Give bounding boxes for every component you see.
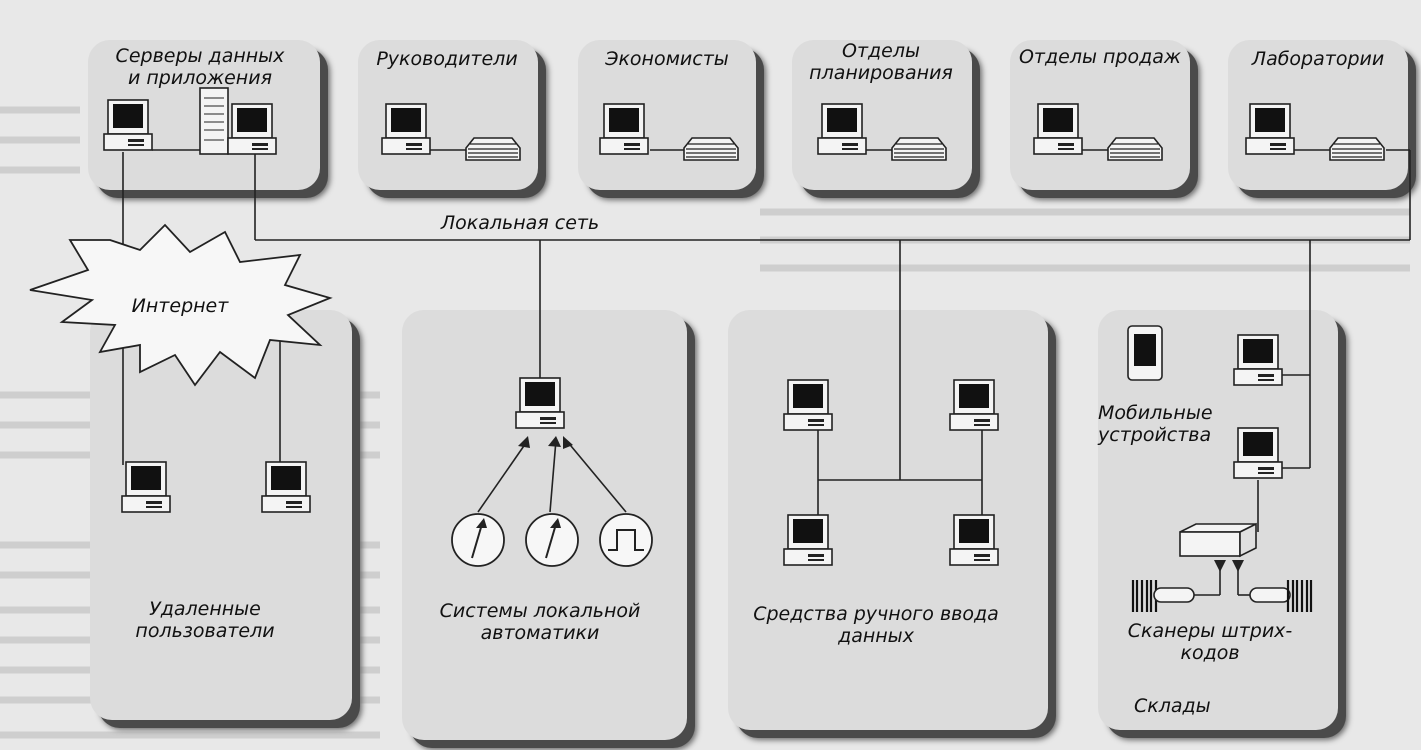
- computer-icon: [1245, 103, 1295, 155]
- computer-icon: [121, 461, 171, 513]
- phone-icon: [1127, 325, 1163, 381]
- computer-icon: [103, 99, 153, 151]
- zone-label-managers: Руководители: [376, 48, 518, 70]
- lan-label: Локальная сеть: [440, 212, 600, 234]
- server-tower-icon: [199, 87, 229, 155]
- zone-label-planning: Отделы планирования: [809, 40, 953, 84]
- computer-icon: [1233, 427, 1283, 479]
- zone-label-labs: Лаборатории: [1251, 48, 1385, 70]
- zone-label-remote-users: Удаленные пользователи: [135, 598, 275, 642]
- computer-icon: [1033, 103, 1083, 155]
- zone-label-manual-input: Средства ручного ввода данных: [753, 603, 999, 647]
- mobile-label: Мобильные устройства: [1098, 402, 1213, 446]
- computer-icon: [227, 103, 277, 155]
- internet-burst-icon: [29, 223, 333, 387]
- zone-label-sales: Отделы продаж: [1018, 46, 1182, 68]
- printer-icon: [465, 137, 521, 161]
- pulse-icon: [599, 513, 653, 567]
- computer-icon: [817, 103, 867, 155]
- internet-label: Интернет: [131, 295, 229, 317]
- printer-icon: [683, 137, 739, 161]
- gauge-icon: [451, 513, 505, 567]
- zone-remote-users: [90, 310, 352, 720]
- computer-icon: [515, 377, 565, 429]
- printer-icon: [1107, 137, 1163, 161]
- printer-icon: [1329, 137, 1385, 161]
- zone-label-servers: Серверы данных и приложения: [115, 45, 285, 89]
- computer-icon: [599, 103, 649, 155]
- barcode-scanner-icon: [1249, 580, 1313, 612]
- computer-icon: [783, 379, 833, 431]
- computer-icon: [1233, 334, 1283, 386]
- zone-label-warehouses: Склады: [1134, 695, 1211, 717]
- computer-icon: [949, 514, 999, 566]
- computer-icon: [381, 103, 431, 155]
- computer-icon: [783, 514, 833, 566]
- barcode-label: Сканеры штрих- кодов: [1127, 620, 1293, 664]
- printer-icon: [891, 137, 947, 161]
- zone-label-local-automation: Системы локальной автоматики: [439, 600, 641, 644]
- computer-icon: [949, 379, 999, 431]
- zone-label-economists: Экономисты: [605, 48, 729, 70]
- barcode-scanner-icon: [1131, 580, 1195, 612]
- gauge-icon: [525, 513, 579, 567]
- computer-icon: [261, 461, 311, 513]
- hub-icon: [1179, 522, 1257, 558]
